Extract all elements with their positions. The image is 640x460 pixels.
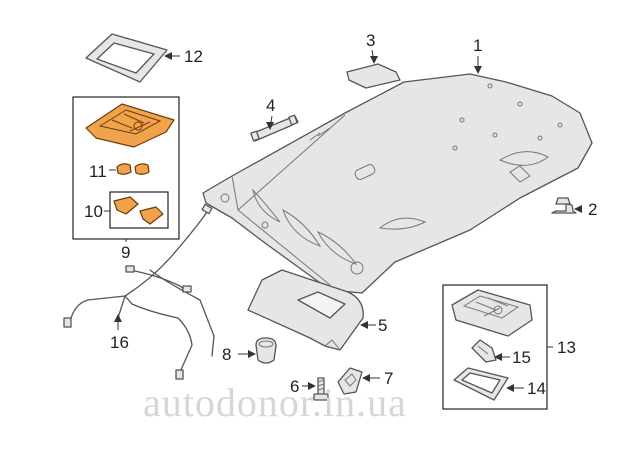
room-lamp-assembly — [451, 289, 533, 337]
callout-12-label: 12 — [184, 47, 203, 66]
screw — [313, 377, 329, 401]
visor-cover — [337, 367, 363, 395]
callout-10-label: 10 — [84, 202, 103, 221]
callout-14-label: 14 — [527, 379, 546, 398]
callout-10: 10 — [84, 202, 110, 221]
callout-5-label: 5 — [378, 316, 387, 335]
callout-1: 1 — [473, 36, 482, 74]
lamp-frame — [85, 33, 168, 83]
callout-13: 13 — [547, 338, 576, 357]
callout-11: 11 — [89, 162, 116, 181]
callout-7: 7 — [362, 369, 393, 388]
callout-16-label: 16 — [110, 333, 129, 352]
lamp-lens — [113, 196, 164, 225]
lamp-bulbs — [116, 163, 150, 175]
callout-6-label: 6 — [290, 377, 299, 396]
callout-4: 4 — [266, 96, 275, 130]
callout-8: 8 — [222, 345, 256, 364]
room-lamp-lens — [453, 367, 509, 401]
callout-15-label: 15 — [512, 348, 531, 367]
callout-5: 5 — [360, 316, 387, 335]
callout-2: 2 — [574, 200, 597, 219]
callout-12: 12 — [164, 47, 203, 66]
callout-9-label: 9 — [121, 243, 130, 262]
watermark-text: autodonor.in.ua — [143, 380, 407, 425]
harness — [63, 203, 215, 380]
callout-11-label: 11 — [89, 162, 107, 181]
sun-visor — [247, 269, 364, 351]
visor-holder — [255, 337, 277, 364]
callout-16: 16 — [110, 314, 129, 352]
map-lamp-assembly — [85, 103, 175, 148]
callout-7-label: 7 — [384, 369, 393, 388]
callout-4-label: 4 — [266, 96, 275, 115]
callout-3: 3 — [366, 31, 378, 64]
callout-9: 9 — [121, 239, 130, 262]
callout-15: 15 — [494, 348, 531, 367]
callout-14: 14 — [506, 379, 546, 398]
callout-3-label: 3 — [366, 31, 375, 50]
headliner — [202, 73, 593, 294]
callout-2-label: 2 — [588, 200, 597, 219]
clip — [551, 197, 577, 214]
callout-8-label: 8 — [222, 345, 231, 364]
callout-13-label: 13 — [557, 338, 576, 357]
room-lamp-bulb — [471, 339, 497, 363]
callout-1-label: 1 — [473, 36, 482, 55]
callout-6: 6 — [290, 377, 316, 396]
assist-grip — [250, 114, 299, 142]
lamp-lens-group-frame — [109, 191, 169, 229]
pad — [346, 63, 401, 89]
